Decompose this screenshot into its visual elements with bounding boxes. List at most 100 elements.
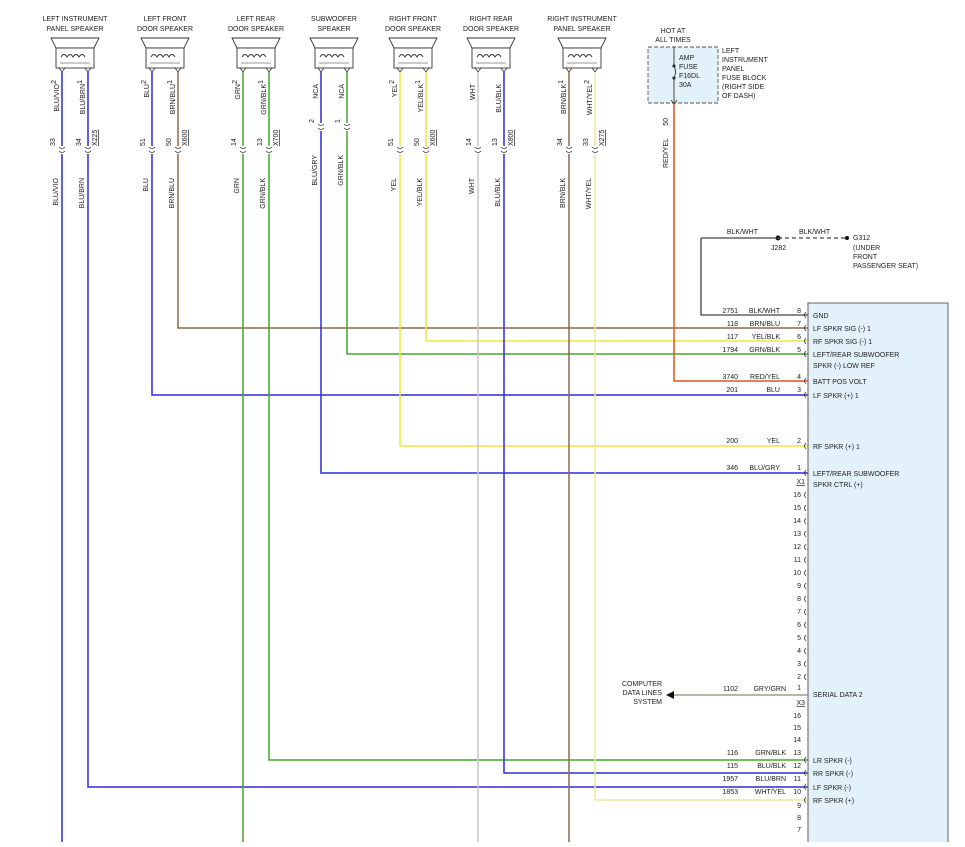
module-pin-label: LF SPKR (+) 1: [813, 393, 859, 400]
speaker-title: RIGHT REAR: [469, 16, 512, 23]
connector-mark: [239, 146, 247, 149]
wire-color-label: GRN: [234, 178, 241, 194]
pin-number: 11: [794, 557, 801, 564]
pin-number: 8: [797, 815, 801, 822]
wire-color-label: BLU/GRY: [749, 465, 780, 472]
speaker-body: [471, 47, 511, 69]
wire-sub-1: [346, 72, 808, 355]
wire-color-label: YEL/BLK: [417, 178, 424, 207]
pin-number: 3: [797, 387, 801, 394]
wire-color-label: WHT/YEL: [586, 178, 593, 209]
pin-mark: [804, 660, 807, 668]
wire-color-label: BLU: [766, 387, 780, 394]
pin-mark: [804, 556, 807, 564]
pin-arrow: [396, 67, 404, 73]
splice-id: J282: [771, 245, 786, 252]
pin-number: 12: [793, 544, 801, 551]
ground-icon: [845, 236, 849, 240]
pin-mark: [804, 350, 807, 358]
connector-pin: 14: [466, 138, 473, 146]
fuse-block-label: FUSE BLOCK: [722, 75, 767, 82]
wire-rfd-1: [425, 72, 808, 342]
coil-icon: [241, 54, 267, 58]
fuse-block-label: LEFT: [722, 48, 740, 55]
pin-number: 16: [793, 713, 801, 720]
connector-pin: 50: [414, 138, 421, 146]
pin-number: 16: [793, 492, 801, 499]
circuit-number: 346: [726, 465, 738, 472]
fuse-pin: 50: [663, 118, 670, 126]
connector-mark: [174, 150, 182, 153]
connector-id: X600: [430, 130, 437, 146]
pin-arrow: [474, 67, 482, 73]
connector-pin: 34: [557, 138, 564, 146]
computer-label: DATA LINES: [623, 690, 663, 697]
speaker-title: PANEL SPEAKER: [553, 26, 610, 33]
wire-color-label: BLU/BLK: [496, 84, 503, 113]
connector-mark: [317, 123, 325, 126]
wire-color-label: GRN/BLK: [749, 347, 780, 354]
pin-number: 8: [797, 596, 801, 603]
pin-mark: [804, 634, 807, 642]
pin-number: 1: [797, 465, 801, 472]
module-pin-label: SPKR CTRL (+): [813, 482, 863, 489]
connector-pin: 13: [257, 138, 264, 146]
wire-color-label: BLU/VIO: [53, 177, 60, 205]
connector-pin: 51: [388, 138, 395, 146]
arrow-left-icon: [666, 691, 674, 699]
connector-gap: [591, 146, 599, 154]
connector-gap: [174, 146, 182, 154]
wire-gnd-module: [700, 238, 808, 316]
pin-number: 3: [797, 661, 801, 668]
pin-mark: [804, 595, 807, 603]
fuse-label: 30A: [679, 82, 692, 89]
connector-mark: [500, 146, 508, 149]
connector-pin: 1: [335, 119, 342, 123]
circuit-number: 1853: [722, 789, 738, 796]
connector-id: X800: [508, 130, 515, 146]
wire-color-label: YEL: [767, 438, 780, 445]
connector-mark: [58, 150, 66, 153]
pin-number: 5: [797, 347, 801, 354]
connector-gap: [148, 146, 156, 154]
pin-arrow: [239, 67, 247, 73]
pin-mark: [804, 504, 807, 512]
pin-mark: [804, 756, 807, 764]
speaker-title: LEFT INSTRUMENT: [43, 16, 109, 23]
module-pin-label: LF SPKR (-): [813, 785, 851, 792]
pin-number: 14: [793, 737, 801, 744]
ground-text: PASSENGER SEAT): [853, 263, 918, 270]
pin-number: 10: [793, 789, 801, 796]
speaker-title: DOOR SPEAKER: [228, 26, 284, 33]
wire-color-label: GRY/GRN: [753, 686, 786, 693]
pin-arrow: [317, 67, 325, 73]
pin-number: 6: [797, 334, 801, 341]
speaker-title: LEFT REAR: [237, 16, 275, 23]
circuit-number: 201: [726, 387, 738, 394]
pin-mark: [804, 530, 807, 538]
wire-color-label: BRN/BLK: [561, 84, 568, 114]
wire-color-label: BLU/BRN: [80, 84, 87, 114]
circuit-number: 115: [727, 763, 738, 770]
connector-mark: [396, 150, 404, 153]
wire-color-label: YEL: [392, 84, 399, 97]
pin-number: 12: [793, 763, 801, 770]
pin-number: 2: [584, 80, 591, 84]
module-pin-label: BATT POS VOLT: [813, 379, 867, 386]
pin-number: 2: [232, 80, 239, 84]
connector-mark: [58, 146, 66, 149]
pin-number: 2: [51, 80, 58, 84]
speaker-body: [314, 47, 354, 69]
connector-mark: [591, 146, 599, 149]
connector-pin: 14: [231, 138, 238, 146]
connector-gap: [500, 146, 508, 154]
wire-lrd-1: [268, 72, 808, 761]
hot-label: ALL TIMES: [655, 37, 691, 44]
pin-number: 1: [258, 80, 265, 84]
fuse-label: FUSE: [679, 64, 698, 71]
pin-number: 1: [77, 80, 84, 84]
connector-mark: [84, 150, 92, 153]
wire-rrd-1: [503, 72, 808, 774]
module-pin-label: RF SPKR (+) 1: [813, 444, 860, 451]
